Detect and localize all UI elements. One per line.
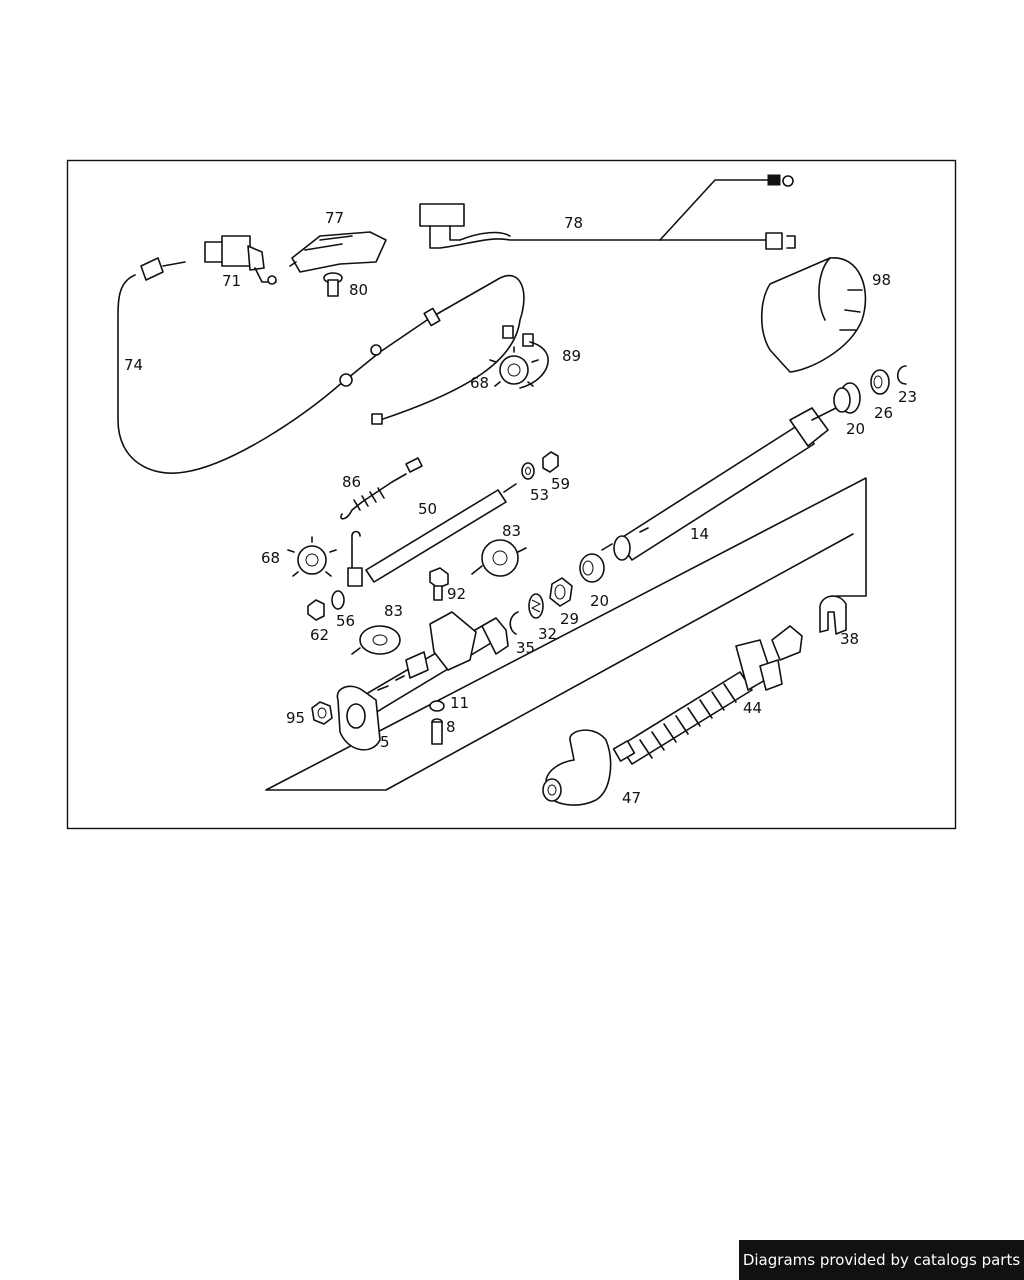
part-label: 74 [124,356,143,374]
part-62-nut [307,599,325,621]
part-32-washer [528,593,544,619]
part-label: 23 [898,388,917,406]
part-29-ring [549,577,573,607]
part-83-cam-upper [471,539,527,577]
part-78-harness [419,174,796,250]
part-label: 53 [530,486,549,504]
part-label: 26 [874,404,893,422]
part-83-cam-lower [351,625,401,655]
part-label: 5 [380,733,390,751]
part-71-switch [204,235,277,285]
part-label: 20 [846,420,865,438]
part-98-cover [760,257,867,373]
part-86-pin [405,457,423,473]
part-label: 62 [310,626,329,644]
part-label: 29 [560,610,579,628]
part-label: 83 [502,522,521,540]
part-35-clip [509,611,519,635]
part-20-bush-middle [579,553,605,583]
part-label: 47 [622,789,641,807]
part-label: 8 [446,718,456,736]
part-label: 71 [222,272,241,290]
part-68-gear-lower [287,536,337,577]
part-8-bolt [431,718,443,745]
part-label: 68 [261,549,280,567]
part-label: 11 [450,694,469,712]
part-20-bush-upper [833,382,861,414]
part-label: 78 [564,214,583,232]
part-label: 59 [551,475,570,493]
part-label: 32 [538,625,557,643]
part-14-shaft [601,407,837,561]
part-89-cable [347,275,525,421]
part-77-holder [289,231,387,273]
credit-badge: Diagrams provided by catalogs parts [739,1240,1024,1280]
part-label: 86 [342,473,361,491]
part-95-nut [311,701,333,725]
part-label: 92 [447,585,466,603]
part-label: 38 [840,630,859,648]
part-44-shaft [612,625,803,765]
part-label: 14 [690,525,709,543]
part-86-spring [340,473,407,520]
part-53-washer [521,462,535,480]
part-74-cable [117,274,346,474]
part-label: 77 [325,209,344,227]
part-label: 98 [872,271,891,289]
part-59-nut [542,451,559,473]
part-47-boot [542,729,612,806]
assembly-outline [265,477,867,791]
part-11-grommet [429,700,445,712]
part-label: 35 [516,639,535,657]
part-80-screw [323,272,343,297]
diagram-frame [66,159,957,830]
part-label: 50 [418,500,437,518]
part-label: 80 [349,281,368,299]
part-5-housing [336,611,509,751]
part-label: 56 [336,612,355,630]
part-label: 44 [743,699,762,717]
part-label: 20 [590,592,609,610]
part-92-bolt [429,567,449,601]
part-label: 68 [470,374,489,392]
part-68-gear-upper [489,346,539,387]
part-label: 89 [562,347,581,365]
part-26-ring [870,369,890,395]
part-38-bracket [819,595,847,635]
part-label: 83 [384,602,403,620]
part-label: 95 [286,709,305,727]
part-23-clip [896,365,907,385]
part-56-washer [331,590,345,610]
part-50-rod [347,483,517,587]
